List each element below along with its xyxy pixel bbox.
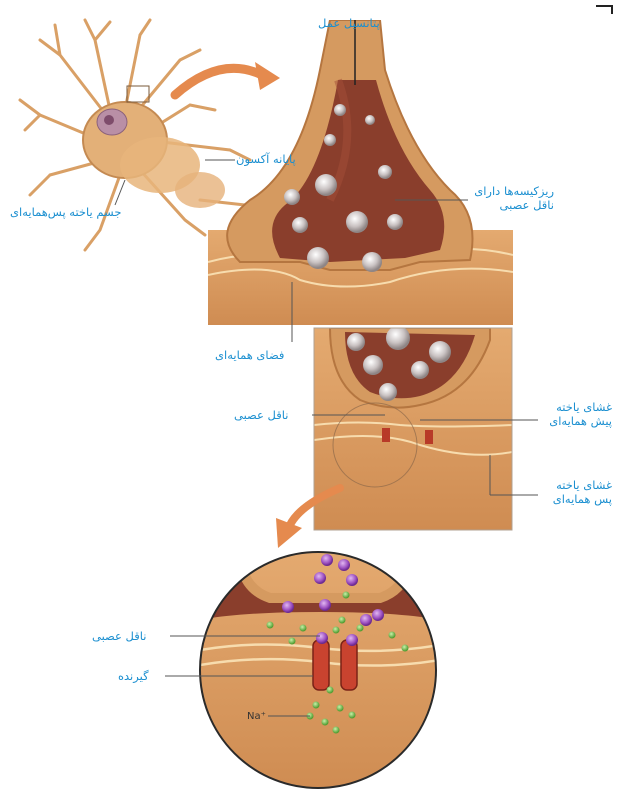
corner-mark [596, 6, 612, 14]
label-receptor: گیرنده [118, 669, 149, 683]
zoom-arrow-top-head [255, 62, 280, 90]
synaptic-terminal [208, 20, 513, 325]
label-vesicles: ریزکیسه‌ها دارای ناقل عصبی [470, 184, 554, 212]
label-action-potential: پتانسیل عمل [318, 16, 380, 30]
label-postsynaptic-membrane: غشای یاخته پس همایه‌ای [536, 478, 612, 506]
label-postsynaptic-cell-body: جسم یاخته پس‌همایه‌ای [10, 205, 121, 219]
label-axon-terminal: پایانه آکسون [236, 152, 296, 166]
label-sodium-ion: Na⁺ [247, 710, 266, 724]
zoom-arrow-top [175, 68, 262, 95]
label-neurotransmitter-mid: ناقل عصبی [234, 408, 288, 422]
synapse-zoom-box [314, 326, 512, 530]
label-neurotransmitter-bottom: ناقل عصبی [92, 629, 146, 643]
label-presynaptic-membrane: غشای یاخته پیش همایه‌ای [536, 400, 612, 428]
label-synaptic-cleft: فضای همایه‌ای [215, 348, 284, 362]
